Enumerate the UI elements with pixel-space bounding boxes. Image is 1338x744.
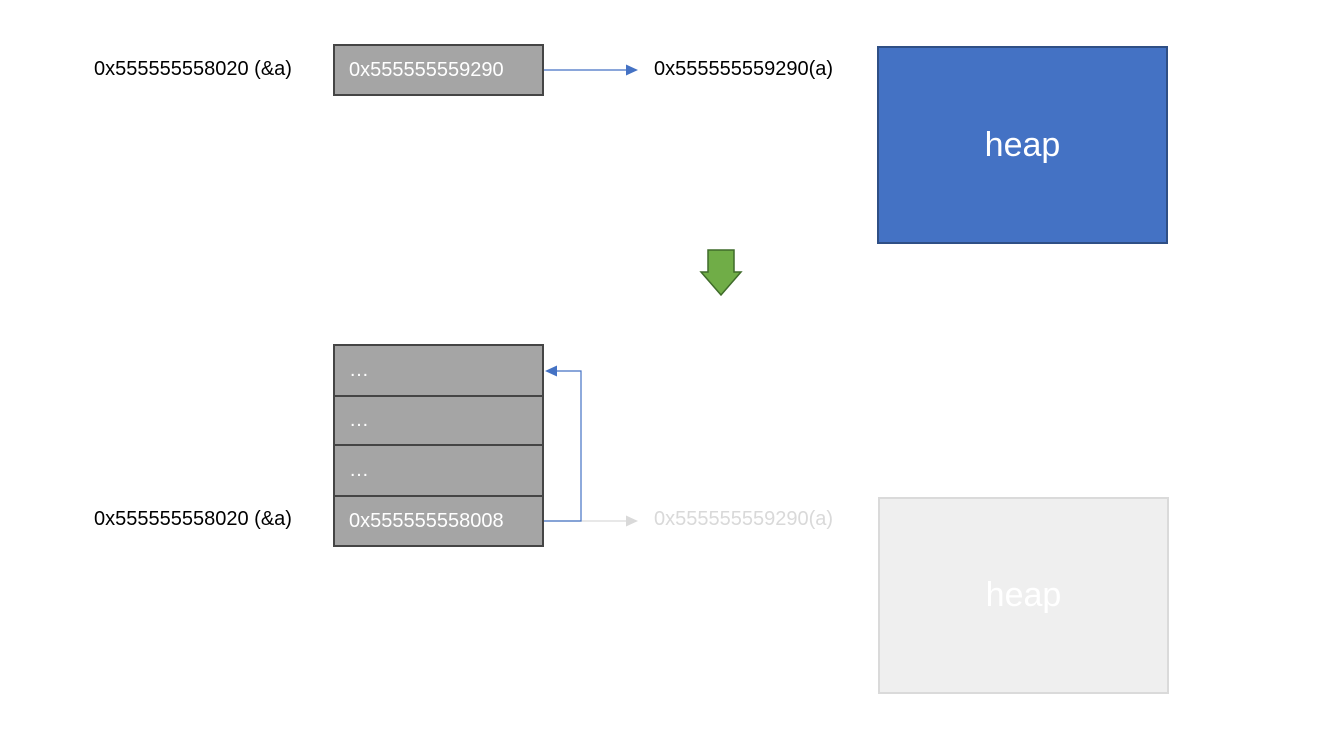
top-var-address-label: 0x555555558020 (&a) (94, 58, 292, 80)
stack-cell-1-value: … (349, 409, 369, 431)
bottom-target-address-label-faded: 0x555555559290(a) (654, 508, 834, 530)
bottom-loop-arrow (544, 365, 582, 522)
top-pointer-cell: 0x555555559290 (333, 44, 544, 96)
heap-label-faded: heap (985, 576, 1062, 614)
stack-cell-3: 0x555555558008 (333, 495, 544, 547)
stack-cell-2-value: … (349, 459, 369, 481)
heap-block-active: heap (877, 46, 1168, 244)
heap-block-faded: heap (878, 497, 1169, 694)
bottom-var-address-label: 0x555555558020 (&a) (94, 508, 292, 530)
stack-cell-0-value: … (349, 359, 369, 381)
stack-cell-3-value: 0x555555558008 (349, 509, 504, 532)
top-pointer-value: 0x555555559290 (349, 58, 504, 81)
top-pointer-arrow (544, 64, 638, 76)
top-target-address-label: 0x555555559290(a) (654, 58, 834, 80)
heap-label-active: heap (984, 125, 1061, 164)
transition-down-arrow-icon (699, 249, 743, 297)
